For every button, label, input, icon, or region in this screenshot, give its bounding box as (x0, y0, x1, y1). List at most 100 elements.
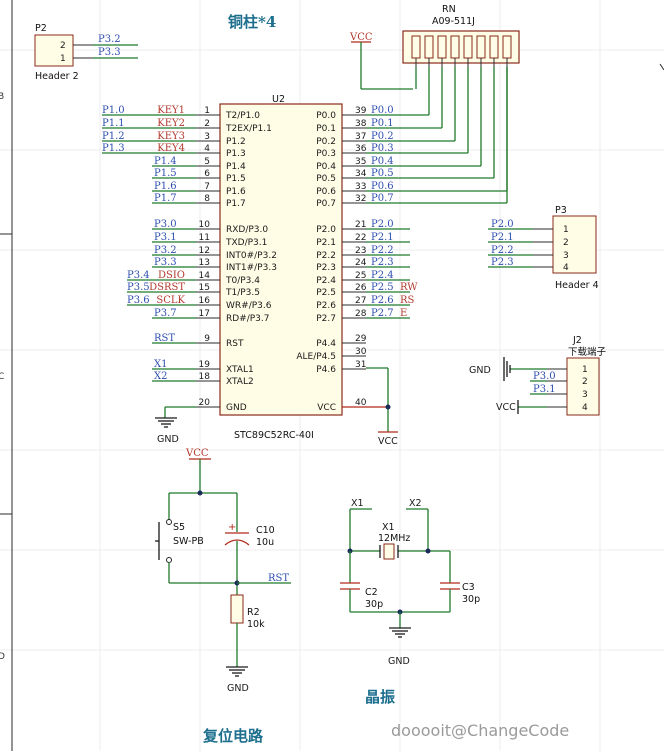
p2-net-2: P3.3 (98, 47, 121, 58)
u2-pin-name: P0.5 (316, 174, 336, 184)
u2-pin-name: T2EX/P1.1 (225, 124, 272, 134)
j2-pin-number: 2 (582, 377, 588, 387)
p2-caption: Header 2 (35, 71, 79, 82)
crystal-circuit[interactable]: X1 X2 X1 12MHz C2 30p C3 30p (340, 498, 480, 667)
u2-pin-name: P4.4 (316, 339, 336, 349)
u2-pin-name: T0/P3.4 (225, 276, 260, 286)
u2-pin-name: P2.5 (316, 288, 336, 298)
u2-pin-number: 25 (355, 271, 366, 281)
u2-pin-number: 13 (199, 258, 210, 268)
u2-pin-name: P0.4 (316, 162, 336, 172)
p2-pin-2: 2 (60, 41, 66, 51)
p3-designator: P3 (555, 205, 567, 216)
u2-pin-number: 36 (355, 144, 367, 154)
u2-signal-label: RW (400, 282, 418, 293)
rn-resistor (424, 35, 434, 59)
u2-pin-name: RD#/P3.7 (226, 314, 270, 324)
u2-signal-label: KEY2 (157, 118, 185, 129)
u2-signal-label: SCLK (156, 295, 185, 306)
u2-pin-number: 7 (204, 182, 210, 192)
reset-circuit-title: 复位电路 (202, 727, 264, 745)
j2-caption: 下载端子 (568, 346, 607, 358)
u2-pin-number: 40 (355, 398, 367, 408)
j2-net-label: P3.0 (533, 371, 556, 382)
u2-pin-name: P1.6 (226, 187, 246, 197)
xtal-designator: X1 (382, 522, 395, 533)
u2-pin-number: 9 (204, 334, 210, 344)
u2-pin-number: 34 (355, 169, 367, 179)
p3-net-label: P2.3 (491, 257, 514, 268)
u2-pin-number: 16 (199, 296, 211, 306)
u2-pin-number: 18 (199, 372, 211, 382)
u2-pin-number: 21 (355, 220, 366, 230)
u2-pin-number: 39 (355, 106, 367, 116)
reset-cap-value: 10u (256, 537, 274, 548)
u2-pin-number: 15 (199, 283, 210, 293)
u2-pin-name: P1.5 (226, 174, 246, 184)
reset-gnd-label: GND (227, 683, 249, 694)
connector-p2[interactable]: P2 2 1 P3.2 P3.3 Header 2 (34, 23, 138, 82)
resistor-network-rn[interactable]: RN A09-511J VCC (349, 4, 520, 90)
p3-pin-number: 4 (563, 263, 569, 273)
u2-pin-name: P0.6 (316, 187, 336, 197)
u2-pin-number: 28 (355, 309, 367, 319)
svg-text:+: + (228, 522, 236, 533)
j2-net-vcc: VCC (496, 402, 516, 413)
p3-net-label: P2.1 (491, 232, 514, 243)
u2-pin-number: 19 (199, 360, 211, 370)
u2-pin-number: 30 (355, 347, 367, 357)
xtal-c3-value: 30p (462, 594, 480, 605)
j2-pin-number: 1 (582, 365, 588, 375)
u2-pin-name: T2/P1.0 (225, 111, 260, 121)
u2-signal-label: DSIO (158, 270, 185, 281)
u2-gnd-label: GND (157, 434, 179, 445)
reset-vcc-label: VCC (185, 448, 209, 459)
u2-pin-number: 4 (204, 144, 210, 154)
u2-pin-number: 26 (355, 283, 367, 293)
u2-pin-number: 20 (199, 398, 211, 408)
u2-net-label: X1 (154, 359, 167, 370)
u2-pin-name: P0.2 (316, 137, 336, 147)
u2-pin-number: 27 (355, 296, 366, 306)
u2-pin-name: INT0#/P3.2 (226, 251, 277, 261)
reset-switch-type: SW-PB (173, 536, 204, 547)
reset-switch-designator: S5 (173, 522, 185, 533)
u2-pin-name: XTAL2 (226, 377, 254, 387)
u2-pin-name: P1.4 (226, 162, 246, 172)
j2-pin-number: 4 (582, 403, 588, 413)
reset-net-label: RST (268, 573, 289, 584)
p2-net-1: P3.2 (98, 34, 121, 45)
u2-pin-number: 29 (355, 334, 367, 344)
u2-pin-number: 5 (204, 157, 210, 167)
rn-resistor (502, 35, 512, 59)
u2-pin-name: RXD/P3.0 (226, 225, 268, 235)
u2-pin-number: 8 (204, 194, 210, 204)
u2-pin-name: P0.3 (316, 149, 336, 159)
u2-net-label: P0.6 (371, 181, 394, 192)
u2-net-label: P3.4 (127, 270, 150, 281)
xtal-c2-designator: C2 (365, 587, 378, 598)
j2-designator: J2 (572, 335, 582, 346)
u2-pin-number: 33 (355, 182, 366, 192)
u2-net-label: P0.2 (371, 131, 394, 142)
u2-net-label: P3.3 (154, 257, 177, 268)
crystal-title: 晶振 (365, 688, 395, 706)
rn-resistor (450, 35, 460, 59)
u2-net-label: P3.7 (154, 308, 177, 319)
xtal-c3-designator: C3 (462, 582, 475, 593)
u2-net-label: P2.6 (371, 295, 394, 306)
u2-vcc-label: VCC (378, 436, 398, 447)
u2-part: STC89C52RC-40I (234, 430, 314, 441)
p2-pin-1: 1 (60, 54, 66, 64)
copper-posts-title: 铜柱*4 (228, 13, 276, 31)
u2-pin-number: 12 (199, 246, 210, 256)
u2-pin-name: P1.7 (226, 199, 246, 209)
reset-circuit[interactable]: VCC S5 SW-PB + C10 10u RST R2 10k (155, 448, 291, 694)
u2-signal-label: E (400, 308, 407, 319)
u2-pin-name: T1/P3.5 (225, 288, 260, 298)
u2-net-label: P0.1 (371, 118, 394, 129)
u2-net-label: X2 (154, 371, 167, 382)
